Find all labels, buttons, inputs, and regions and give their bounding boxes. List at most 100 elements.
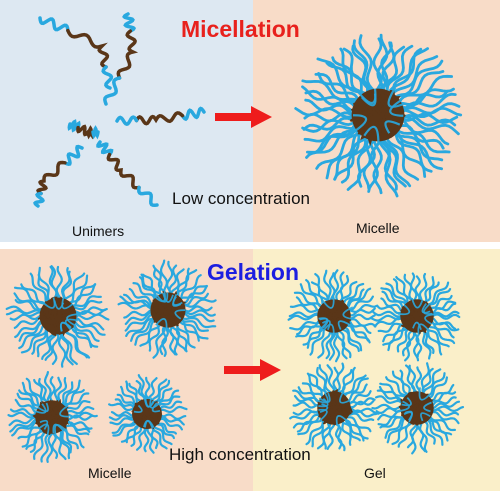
corona-arm xyxy=(305,417,325,446)
corona-arm xyxy=(426,325,456,345)
corona-arm xyxy=(21,381,42,409)
unimer-core-segment xyxy=(106,152,141,190)
corona-arm xyxy=(392,278,409,306)
arrow-shaft xyxy=(215,113,253,121)
panel-micelles xyxy=(0,249,253,491)
corona-arm xyxy=(414,275,421,302)
corona-arm xyxy=(406,422,418,449)
core-corona-chain xyxy=(41,297,56,309)
corona-arm xyxy=(392,131,427,178)
core-corona-chain xyxy=(315,392,329,404)
corona-arm xyxy=(123,293,154,309)
corona-arm xyxy=(63,424,90,436)
corona-arm xyxy=(29,272,48,305)
corona-arm xyxy=(37,266,51,303)
core-chain xyxy=(42,411,67,425)
corona-arm xyxy=(46,431,54,463)
corona-arm xyxy=(400,115,460,136)
arrow-head xyxy=(260,359,281,381)
corona-arm xyxy=(144,376,151,402)
corona-arm xyxy=(292,408,321,416)
corona-arm xyxy=(431,302,457,315)
core-corona-chain xyxy=(363,125,380,143)
corona-arm xyxy=(14,398,39,414)
corona-arm xyxy=(305,279,325,307)
core-corona-chain xyxy=(155,318,168,332)
core-corona-chain xyxy=(172,296,182,307)
corona-arm xyxy=(377,414,405,427)
corona-arm xyxy=(326,422,336,450)
corona-arm xyxy=(343,377,369,399)
unimer-core-segment xyxy=(36,160,67,196)
core-corona-chain xyxy=(322,298,335,309)
corona-arm xyxy=(70,324,99,348)
corona-arm xyxy=(130,318,156,342)
corona-arm xyxy=(426,281,450,306)
corona-arm xyxy=(347,409,378,418)
corona-arm xyxy=(59,428,71,460)
corona-arm xyxy=(429,391,457,403)
corona-arm xyxy=(123,308,153,319)
corona-arm xyxy=(385,376,409,397)
corona-arm xyxy=(427,376,448,399)
unimer-corona-segment xyxy=(63,144,84,166)
corona-arm xyxy=(179,274,202,302)
title-micellation: Micellation xyxy=(181,16,300,42)
corona-arm xyxy=(372,137,383,195)
core-chain xyxy=(413,302,427,335)
label-unimers: Unimers xyxy=(72,223,125,239)
micelle-bottom-2 xyxy=(117,259,217,359)
corona-arm xyxy=(55,265,63,301)
corona-arm xyxy=(408,364,418,394)
corona-arm xyxy=(59,331,74,366)
core-corona-chain xyxy=(420,412,431,422)
core-corona-chain xyxy=(66,313,79,326)
corona-arm xyxy=(157,389,180,408)
corona-arm xyxy=(140,273,158,301)
corona-arm xyxy=(151,425,168,450)
corona-arm xyxy=(152,264,167,296)
corona-arm xyxy=(5,309,43,318)
corona-arm xyxy=(159,405,188,414)
core-corona-chain xyxy=(387,86,406,108)
corona-arm xyxy=(120,423,140,443)
corona-arm xyxy=(399,369,411,397)
corona-arm xyxy=(124,313,154,332)
corona-arm xyxy=(13,316,43,329)
corona-arm xyxy=(402,329,414,357)
corona-arm xyxy=(340,420,361,442)
corona-arm xyxy=(340,328,360,352)
corona-arm xyxy=(18,323,45,350)
corona-arm xyxy=(41,331,57,360)
corona-arm xyxy=(296,319,321,336)
corona-arm xyxy=(346,383,368,403)
corona-arm xyxy=(430,320,460,332)
corona-arm xyxy=(431,396,457,407)
corona-arm xyxy=(168,264,178,296)
corona-arm xyxy=(71,283,97,309)
corona-arm xyxy=(328,330,337,361)
corona-arm xyxy=(61,379,81,408)
corona-arm xyxy=(377,322,406,333)
corona-arm xyxy=(295,296,321,313)
corona-arm xyxy=(314,273,329,304)
corona-arm xyxy=(166,260,174,296)
corona-arm xyxy=(36,328,49,358)
corona-arm xyxy=(325,329,334,360)
arrow-head xyxy=(251,106,272,128)
gel-micelle-1 xyxy=(287,269,378,363)
corona-arm xyxy=(299,283,323,308)
corona-arm xyxy=(182,311,215,323)
corona-arm xyxy=(71,299,103,311)
corona-arm xyxy=(370,314,403,322)
corona-arm xyxy=(157,395,181,408)
corona-arm xyxy=(9,407,39,417)
core-corona-chain xyxy=(52,423,65,434)
title-gelation: Gelation xyxy=(207,259,300,285)
corona-arm xyxy=(340,133,367,184)
corona-arm xyxy=(20,327,48,354)
core-corona-chain xyxy=(399,400,410,412)
corona-arm xyxy=(44,371,52,404)
corona-arm xyxy=(64,399,91,411)
